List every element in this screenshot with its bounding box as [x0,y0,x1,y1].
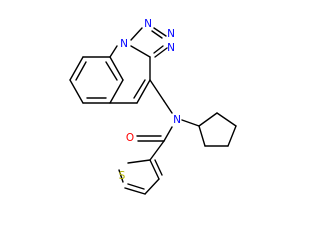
bond [109,79,124,104]
atom-label-s-thiophene: S [119,170,126,182]
bond [109,45,118,58]
amide-group [136,126,173,161]
bond [118,169,124,183]
molecule-structure-diagram: N N N N N O S [69,18,237,195]
bond [136,79,151,104]
atom-label-n-tetrazole-right-lower: N [167,42,175,54]
bond-double-inner [105,61,118,81]
bond [227,125,237,147]
bond [130,45,151,58]
bond [130,27,143,41]
bond [151,30,163,39]
bond [69,56,84,81]
bond-double-inner [127,183,145,190]
bond [198,125,206,147]
bond-double-inner [133,79,146,99]
bond-double [153,45,164,54]
molecule-canvas: N N N N N O S [69,18,237,195]
atom-label-n-amide: N [173,114,181,126]
bond [216,112,237,127]
thiophene-ring [118,159,163,195]
bond [127,159,151,164]
atom-label-n-tetrazole-fused: N [120,38,128,50]
bond [124,187,146,195]
bond [163,100,173,114]
cyclopentyl-group [181,112,237,147]
bond [69,79,84,104]
benzene-ring [69,56,124,104]
bond [198,112,218,127]
atom-label-n-tetrazole-right-upper: N [167,28,175,40]
bond [163,126,173,142]
bond [109,56,124,81]
tetrazole-ring [130,27,168,58]
atom-label-o-carbonyl: O [126,132,134,144]
bond [144,178,160,195]
bond-double-inner [154,159,163,176]
bond [149,79,165,102]
bond-double-inner [75,61,87,81]
atom-label-n-tetrazole-top: N [144,18,152,30]
bond [149,140,165,161]
pyridine-ring [109,45,151,104]
bond [149,159,160,180]
bond [154,47,168,58]
bond [181,119,200,127]
atom-labels: N N N N N O S [119,18,181,182]
bond [153,27,167,37]
methylene-linker [149,79,173,114]
